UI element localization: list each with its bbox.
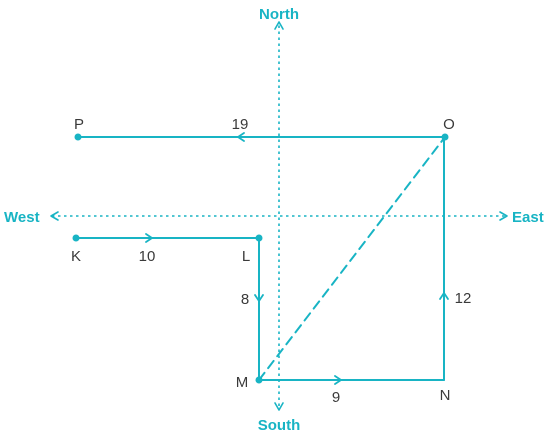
- point-o: [441, 133, 449, 141]
- point-o-label: O: [443, 116, 455, 133]
- east-arrow-icon: [499, 211, 508, 221]
- no-length-label: 12: [455, 290, 472, 307]
- point-p: [74, 133, 82, 141]
- path-segments: [75, 136, 446, 381]
- point-m-label: M: [236, 374, 249, 391]
- point-n-label: N: [440, 387, 451, 404]
- point-k: [72, 234, 80, 242]
- point-k-label: K: [71, 248, 81, 265]
- arrow-no-up-icon: [439, 292, 449, 300]
- arrow-po-left-icon: [237, 132, 245, 142]
- lm-length-label: 8: [241, 291, 249, 308]
- south-arrow-icon: [274, 402, 284, 411]
- north-arrow-icon: [274, 21, 284, 30]
- mn-length-label: 9: [332, 389, 340, 406]
- east-label: East: [512, 209, 544, 226]
- point-m: [255, 376, 263, 384]
- west-arrow-icon: [50, 211, 59, 221]
- point-p-label: P: [74, 116, 84, 133]
- arrow-lm-down-icon: [254, 294, 264, 302]
- segment-arrows: [145, 132, 449, 385]
- points: [72, 133, 449, 384]
- west-label: West: [4, 209, 40, 226]
- po-length-label: 19: [232, 116, 249, 133]
- south-label: South: [258, 417, 301, 434]
- length-labels: 19 10 8 9 12: [139, 116, 472, 406]
- point-labels: P O K L M N: [71, 116, 455, 404]
- point-l-label: L: [242, 248, 250, 265]
- kl-length-label: 10: [139, 248, 156, 265]
- north-label: North: [259, 6, 299, 23]
- point-l: [255, 234, 263, 242]
- direction-labels: North South West East: [4, 6, 544, 434]
- arrow-kl-right-icon: [145, 233, 153, 243]
- compass-axes: [52, 24, 506, 406]
- compass-arrowheads: [50, 21, 508, 411]
- segment-mo-dashed: [258, 136, 446, 381]
- arrow-mn-right-icon: [334, 375, 342, 385]
